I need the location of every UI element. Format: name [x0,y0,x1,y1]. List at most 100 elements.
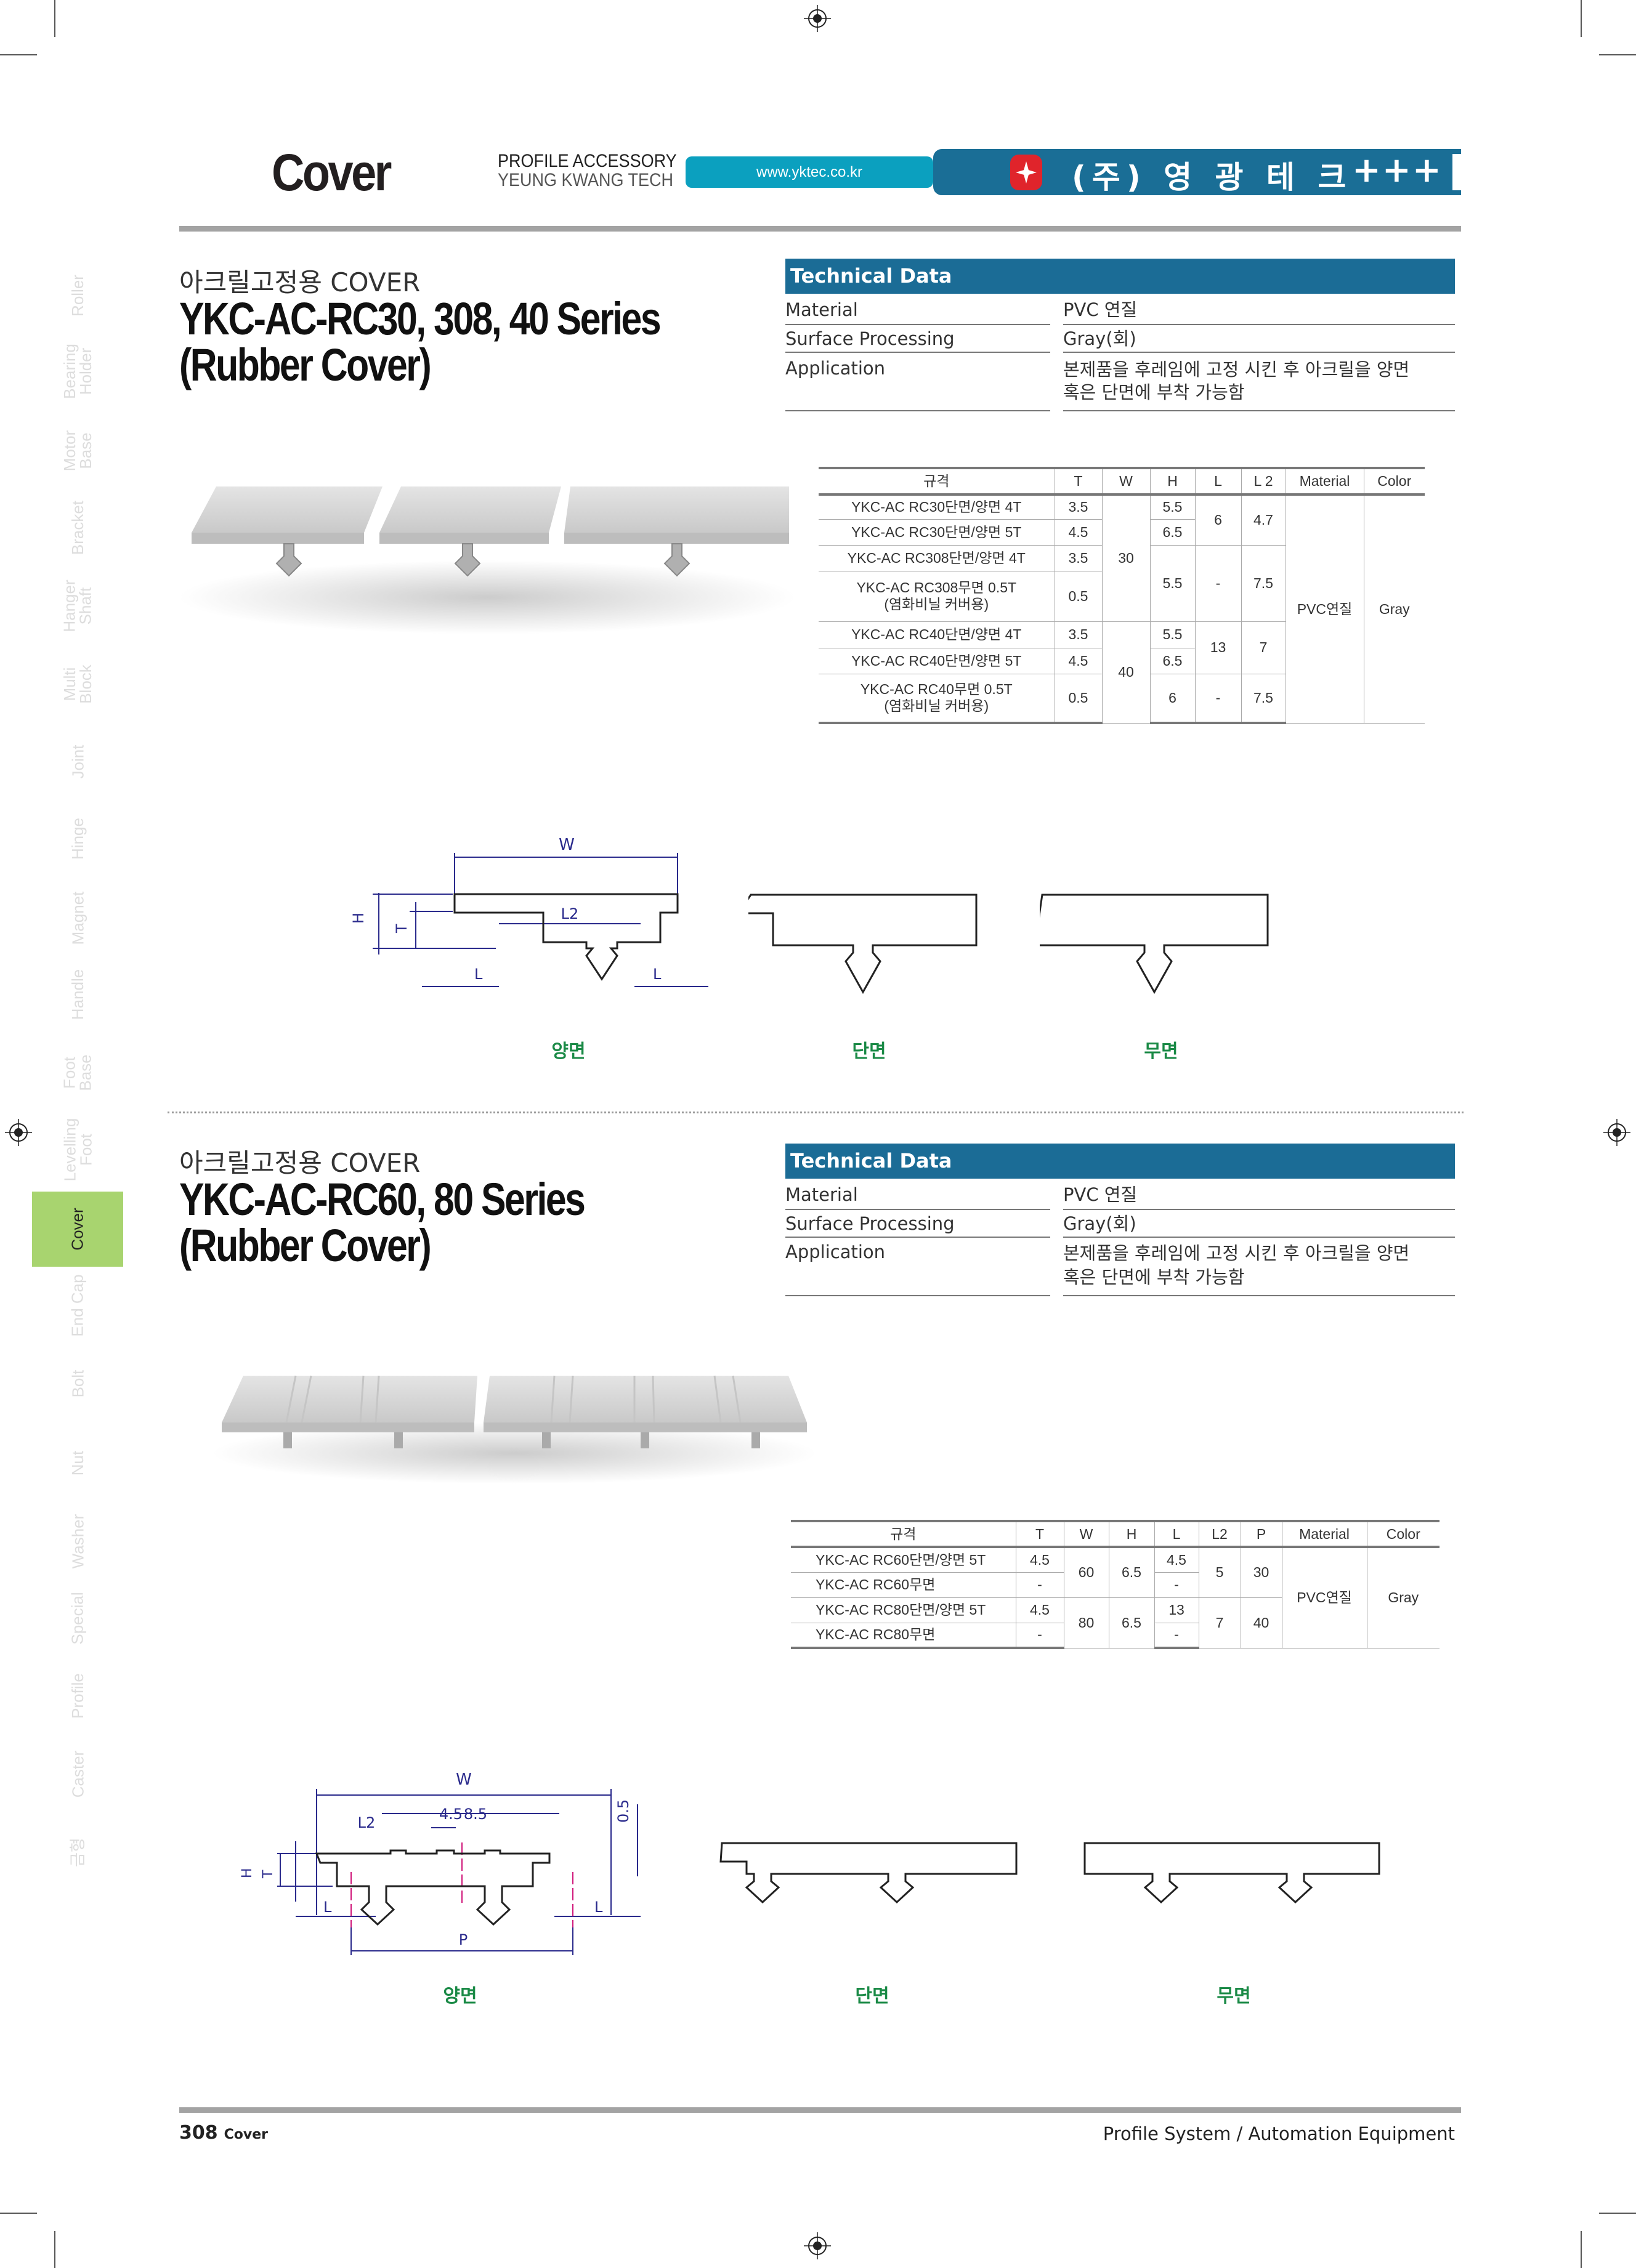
application-value-line2: 혹은 단면에 부착 가능함 [1063,1267,1245,1288]
sidebar-item-label: Bolt [68,1370,87,1398]
diagram-label: 단면 [855,1985,889,2007]
sidebar-item-bracket[interactable]: Bracket [32,501,123,555]
sidebar-item-hinge[interactable]: Hinge [32,814,123,863]
section2-subtitle: 아크릴고정용 COVER [179,1148,421,1178]
spec-cell: YKC-AC RC30단면/양면 4T [819,494,1055,520]
diagram-double-sided-rc60: W L2 4.5 8.5 0.5 P L L H T [240,1770,641,1955]
color-cell: Gray [1366,1546,1440,1649]
t-cell: 4.5 [1015,1597,1064,1623]
col-header: L [1194,467,1242,496]
sidebar-item-nut[interactable]: Nut [32,1439,123,1488]
diagram-label: 무면 [1217,1985,1251,2007]
color-cell: Gray [1363,494,1425,724]
registration-mark-icon [5,1119,32,1146]
sidebar-item-label: Handle [68,969,87,1020]
divider [785,352,1050,353]
l2-cell: 7 [1241,621,1286,674]
footer-section: Cover [224,2127,268,2142]
banner-end-notch [1452,154,1461,190]
crop-mark [54,2231,55,2268]
dim-l2: L2 [358,1814,376,1831]
divider [785,410,1050,411]
brand-text: PROFILE ACCESSORY YEUNG KWANG TECH [498,151,677,190]
l-cell: - [1194,673,1242,724]
sidebar-item-roller[interactable]: Roller [32,271,123,320]
dim-0-5: 0.5 [615,1799,632,1823]
sidebar-item-joint[interactable]: Joint [32,737,123,786]
section2-technical-data: Technical Data [785,1144,1455,1179]
section1-title: YKC-AC-RC30, 308, 40 Series [179,293,662,344]
sidebar-item-multi-block[interactable]: Multi Block [32,660,123,709]
surface-label: Surface Processing [785,328,955,349]
sidebar-item-foot-base[interactable]: Foot Base [32,1048,123,1097]
material-value: PVC 연질 [1063,299,1138,320]
diagram-label: 양면 [443,1985,477,2007]
sidebar-item-label: Foot Base [60,1054,95,1091]
sidebar-item-levelling-foot[interactable]: Levelling Foot [32,1118,123,1182]
divider [1063,352,1455,353]
t-cell: 4.5 [1054,519,1103,546]
sidebar-item-label: Nut [68,1450,87,1476]
h-cell: 6.5 [1149,519,1196,546]
sidebar-item-special[interactable]: Special [32,1592,123,1644]
h-cell: 6.5 [1108,1597,1155,1649]
divider [785,1295,1050,1296]
divider [1063,1209,1455,1210]
divider [785,324,1050,325]
sidebar-item-end-cap[interactable]: End Cap [32,1274,123,1336]
sidebar-item-handle[interactable]: Handle [32,969,123,1020]
sidebar-item-bearing-holder[interactable]: Bearing Holder [32,344,123,399]
dim-t: T [393,924,410,934]
sidebar-item-hanger-shaft[interactable]: Hanger Shaft [32,579,123,632]
l2-cell: 4.7 [1241,494,1286,546]
brand-line1: PROFILE ACCESSORY [498,151,677,171]
divider [785,1209,1050,1210]
sidebar-item-caster[interactable]: Caster [32,1749,123,1799]
sidebar-item-label: Caster [68,1750,87,1798]
t-cell: 4.5 [1015,1546,1064,1573]
sidebar-item-mold[interactable]: 금형 [32,1828,123,1877]
crop-mark [1581,2231,1582,2268]
l-cell: - [1154,1572,1199,1598]
divider [1063,1295,1455,1296]
crop-mark [1599,54,1636,55]
application-value-line2: 혹은 단면에 부착 가능함 [1063,382,1245,403]
divider [785,1237,1050,1238]
product-image-rc60 [213,1375,816,1484]
sidebar-item-bolt[interactable]: Bolt [32,1359,123,1408]
l-cell: - [1194,544,1242,622]
t-cell: - [1015,1572,1064,1598]
table-row: YKC-AC RC308무면 0.5T (염화비닐 커버용)0.5 [819,570,1425,622]
sidebar-item-motor-base[interactable]: Motor Base [32,426,123,475]
sidebar-item-profile[interactable]: Profile [32,1671,123,1721]
col-header: 규격 [819,467,1055,496]
diagram-label: 단면 [852,1041,886,1062]
website-link[interactable]: www.yktec.co.kr [686,156,933,188]
dim-l: L [474,966,483,983]
sidebar-item-label: End Cap [68,1274,87,1337]
w-cell: 40 [1101,621,1151,724]
application-value-line1: 본제품을 후레임에 고정 시킨 후 아크릴을 양면 [1063,359,1410,380]
header-rule [179,226,1461,232]
sidebar-item-magnet[interactable]: Magnet [32,892,123,945]
diagram-label: 양면 [551,1041,586,1062]
sidebar-item-washer[interactable]: Washer [32,1514,123,1569]
spec-cell: YKC-AC RC40단면/양면 4T [819,621,1055,648]
divider [1063,410,1455,411]
col-header: T [1015,1520,1064,1548]
l-cell: 4.5 [1154,1546,1199,1573]
sidebar-item-cover[interactable]: Cover [32,1192,123,1267]
registration-mark-icon [1603,1119,1630,1146]
application-value-line1: 본제품을 후레임에 고정 시킨 후 아크릴을 양면 [1063,1243,1410,1264]
sidebar-item-label: Hinge [68,818,87,860]
surface-label: Surface Processing [785,1213,955,1234]
p-cell: 40 [1240,1597,1282,1649]
t-cell: 3.5 [1054,494,1103,520]
sidebar-item-label: Bearing Holder [60,344,95,399]
col-header: Material [1281,1520,1367,1548]
spec-cell: YKC-AC RC30단면/양면 5T [819,519,1055,546]
